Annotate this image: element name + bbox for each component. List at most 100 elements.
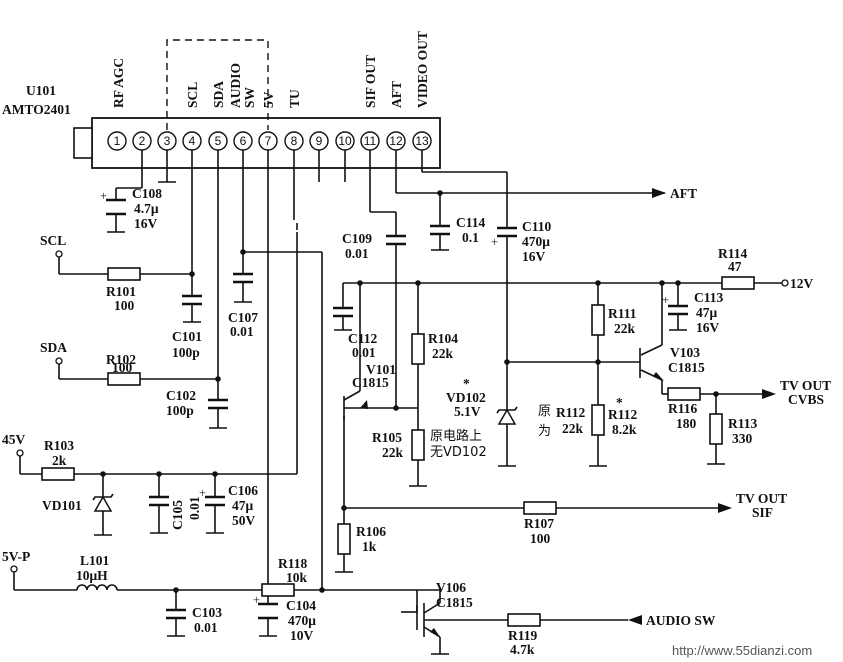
r112b-mark: *: [616, 395, 623, 410]
r119-value: 4.7k: [510, 642, 535, 657]
tv-out-cvbs-line1: TV OUT: [780, 378, 831, 393]
vd102-note-line1: 原电路上: [430, 428, 482, 444]
c108-rating: 16V: [134, 216, 158, 231]
pin-number: 1: [114, 134, 121, 148]
r102-value: 100: [112, 360, 133, 375]
note-original: 原: [538, 404, 551, 419]
pin-number: 2: [139, 134, 146, 148]
resistor-r113: [709, 413, 723, 445]
c101-ref: C101: [172, 329, 202, 344]
pin-number: 6: [240, 134, 247, 148]
c107-ref: C107: [228, 310, 258, 325]
v45-terminal: [16, 449, 24, 457]
aft-input-label: AFT: [670, 186, 697, 201]
capacitor-c107: [233, 272, 253, 284]
capacitor-c103: [166, 608, 186, 620]
watermark: http://www.55dianzi.com: [672, 643, 812, 658]
resistor-r101: [107, 267, 141, 281]
pin-number: 8: [291, 134, 298, 148]
c113-rating: 16V: [696, 320, 720, 335]
c113-ref: C113: [694, 290, 724, 305]
pin-number: 4: [189, 134, 196, 148]
resistor-r104: [411, 333, 425, 365]
tv-out-sif-line1: TV OUT: [736, 491, 787, 506]
r119-ref: R119: [508, 628, 538, 643]
r105-value: 22k: [382, 445, 404, 460]
c104-ref: C104: [286, 598, 316, 613]
cvbs-arrow: [762, 389, 776, 399]
svg-text:+: +: [253, 593, 260, 607]
c109-value: 0.01: [345, 246, 369, 261]
resistor-r111: [591, 304, 605, 336]
l101-ref: L101: [80, 553, 110, 568]
resistor-r116: [667, 387, 701, 401]
capacitor-c108: +: [100, 189, 126, 216]
labels: SCL SDA 45V 5V-P AFT AUDIO SW 12V TV OUT…: [2, 186, 831, 658]
capacitor-c114: [430, 224, 450, 236]
v103-emitter-arrow: [653, 372, 664, 381]
capacitor-c106: +: [199, 486, 225, 507]
scl-input-label: SCL: [40, 233, 66, 248]
sda-terminal: [55, 357, 63, 365]
r112-value: 22k: [562, 421, 584, 436]
c107-value: 0.01: [230, 324, 254, 339]
v101-value: C1815: [352, 375, 389, 390]
scl-terminal: [55, 250, 63, 258]
pin-label-rf-agc: RF AGC: [111, 58, 126, 108]
resistor-r107: [523, 501, 557, 515]
pin-number: 12: [389, 134, 403, 148]
c103-value: 0.01: [194, 620, 218, 635]
sif-arrow: [718, 503, 732, 513]
c114-ref: C114: [456, 215, 486, 230]
r101-ref: R101: [106, 284, 136, 299]
vd101-ref: VD101: [42, 498, 82, 513]
aft-arrow: [652, 188, 666, 198]
capacitor-c109: [386, 234, 406, 246]
c112-ref: C112: [348, 331, 378, 346]
capacitor-c105: [149, 495, 169, 507]
module-part: AMTO2401: [2, 102, 71, 117]
r118-ref: R118: [278, 556, 308, 571]
r104-ref: R104: [428, 331, 458, 346]
pin-number: 5: [215, 134, 222, 148]
audio-sw-arrow: [628, 615, 642, 625]
l101-value: 10μH: [76, 568, 108, 583]
capacitors: + + + + +: [100, 189, 688, 620]
zener-vd102: [496, 406, 518, 425]
c110-value: 470μ: [522, 234, 550, 249]
c109-ref: C109: [342, 231, 372, 246]
svg-text:+: +: [199, 486, 206, 500]
r116-value: 180: [676, 416, 697, 431]
r102-ref: R102: [106, 352, 136, 367]
resistors: [41, 267, 755, 627]
r114-ref: R114: [718, 246, 748, 261]
r103-value: 2k: [52, 453, 67, 468]
resistor-r105: [411, 429, 425, 461]
tv-out-cvbs-line2: CVBS: [788, 392, 824, 407]
v5p-input-label: 5V-P: [2, 549, 30, 564]
sda-input-label: SDA: [40, 340, 67, 355]
c106-value: 47μ: [232, 498, 254, 513]
pin-label-sw: SW: [242, 86, 257, 108]
r114-value: 47: [728, 259, 742, 274]
c106-ref: C106: [228, 483, 258, 498]
r113-value: 330: [732, 431, 753, 446]
pin-label-audio: AUDIO: [228, 63, 243, 108]
r112-ref: R112: [556, 405, 586, 420]
r107-ref: R107: [524, 516, 554, 531]
v106-emitter-arrow: [430, 628, 440, 637]
r103-ref: R103: [44, 438, 74, 453]
pin-label-sda: SDA: [211, 81, 226, 108]
pin-label-scl: SCL: [185, 82, 200, 108]
r104-value: 22k: [432, 346, 454, 361]
c102-ref: C102: [166, 388, 196, 403]
c108-ref: C108: [132, 186, 162, 201]
c110-rating: 16V: [522, 249, 546, 264]
pin-label-video-out: VIDEO OUT: [415, 31, 430, 108]
c104-value: 470μ: [288, 613, 316, 628]
pin-label-sif-out: SIF OUT: [363, 55, 378, 108]
r112b-value: 8.2k: [612, 422, 637, 437]
r105-ref: R105: [372, 430, 402, 445]
